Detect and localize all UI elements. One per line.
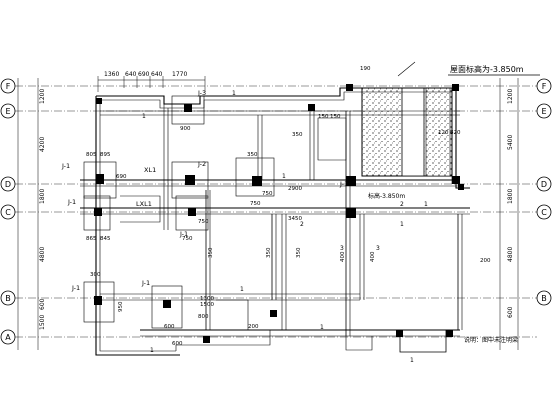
dim-1500: 1500	[200, 302, 214, 308]
top-dim-2: 640	[125, 71, 137, 78]
dim-3450: 3450	[288, 216, 302, 222]
footing-label-J1-a: J-1	[61, 162, 70, 170]
right-dim-4: 4800	[507, 247, 514, 262]
dim-690: 690	[116, 174, 127, 180]
top-dimension-row: 1360 640 690 640 1770	[97, 71, 206, 92]
dim-750-d: 750	[198, 219, 209, 225]
axis-label-D-right: D	[541, 180, 547, 189]
dim-750-c: 750	[182, 236, 193, 242]
dim-350-c: 350	[266, 247, 272, 258]
left-dim-5: 1500	[39, 315, 46, 330]
footing-label-J1-b: J-1	[67, 198, 76, 206]
left-dim-1: 1200	[39, 89, 46, 104]
right-axis-column: F E D C B 1200 5400 1800 4800 600	[499, 78, 552, 350]
dim-200-b: 200	[248, 324, 259, 330]
right-dim-3: 1800	[507, 189, 514, 204]
footing-outlines	[83, 95, 275, 329]
dim-600-b: 600	[172, 341, 183, 347]
axis-label-B-left: B	[5, 294, 11, 303]
lintel-label-XL1: XL1	[144, 166, 156, 174]
lintel-label-LXL1: LXL1	[136, 200, 152, 208]
dim-865: 865	[86, 236, 97, 242]
axis-label-F-right: F	[542, 82, 547, 91]
small-dimensions: 350 350 350 350 350 400 400 750 750 750 …	[86, 66, 491, 347]
beam-label-6: 1	[424, 201, 428, 208]
dim-150-a: 150	[318, 114, 329, 120]
dim-820: 820	[450, 130, 461, 136]
axis-label-D-left: D	[5, 180, 11, 189]
axis-label-C-right: C	[541, 208, 547, 217]
footing-label-J1-d: J-1	[141, 279, 150, 287]
dim-950: 950	[118, 301, 124, 312]
dim-900: 900	[180, 126, 191, 132]
dim-895: 895	[100, 152, 111, 158]
left-dim-4: 4800	[39, 247, 46, 262]
top-dim-1: 1360	[104, 71, 119, 78]
beam-label-1: 1	[232, 90, 236, 97]
top-dim-4: 640	[151, 71, 163, 78]
footing-label-J1-e: J-1	[179, 230, 188, 238]
dim-350-a: 350	[247, 152, 258, 158]
dim-1300: 1300	[200, 296, 214, 302]
dim-300: 300	[90, 272, 101, 278]
beam-outlines	[80, 87, 470, 356]
axis-label-A-left: A	[5, 333, 11, 342]
beam-label-7: 1	[400, 221, 404, 228]
dim-400-b: 400	[370, 251, 376, 262]
dim-350-b: 350	[292, 132, 303, 138]
beam-label-10: 3	[340, 245, 344, 252]
top-dim-5: 1770	[172, 71, 187, 78]
dim-750-b: 750	[262, 191, 273, 197]
axis-label-E-right: E	[541, 107, 546, 116]
legend-note: 说明：图中未注明梁	[464, 336, 518, 344]
left-axis-column: F E D C B A 1200 4200 1800 4800 1500 600	[0, 78, 46, 350]
beam-label-12: 1	[150, 347, 154, 354]
dim-750-a: 750	[250, 201, 261, 207]
dim-350-d: 350	[296, 247, 302, 258]
dim-2900: 2900	[288, 186, 302, 192]
right-dim-5: 600	[507, 306, 514, 318]
beam-label-4: 1	[240, 286, 244, 293]
left-dim-2: 4200	[39, 137, 46, 152]
roof-elevation-title: 屋面标高为-3.850m	[450, 64, 524, 74]
beam-label-13: 1	[410, 357, 414, 364]
beam-number-labels: 1 1 1 1 1 1 1 2 2 3 3 1 1	[142, 90, 428, 364]
axis-label-C-left: C	[5, 208, 11, 217]
axis-label-E-left: E	[5, 107, 10, 116]
beam-label-11: 3	[376, 245, 380, 252]
dim-400-a: 400	[340, 251, 346, 262]
left-dim-3: 1800	[39, 189, 46, 204]
footing-label-J3: J-3	[197, 89, 206, 97]
top-dim-3: 690	[138, 71, 150, 78]
beam-label-9: 2	[400, 201, 404, 208]
right-dim-1: 1200	[507, 89, 514, 104]
dim-120: 120	[438, 130, 449, 136]
dim-845: 845	[100, 236, 111, 242]
dim-800: 800	[198, 314, 209, 320]
beam-label-8: 2	[300, 221, 304, 228]
dim-200-a: 200	[480, 258, 491, 264]
columns	[94, 84, 464, 343]
dim-350-e: 350	[208, 247, 214, 258]
elevation-note: 标高-3.850m	[368, 192, 405, 200]
axis-label-F-left: F	[6, 82, 11, 91]
right-dim-2: 5400	[507, 135, 514, 150]
footing-label-J1-c: J-1	[71, 284, 80, 292]
dim-600-a: 600	[164, 324, 175, 330]
beam-label-5: 1	[320, 324, 324, 331]
left-dim-6: 600	[39, 298, 46, 310]
beam-label-3: 1	[282, 173, 286, 180]
dim-150-b: 150	[330, 114, 341, 120]
dim-805: 805	[86, 152, 97, 158]
axis-label-B-right: B	[541, 294, 547, 303]
dim-190: 190	[360, 66, 371, 72]
beam-label-2: 1	[142, 113, 146, 120]
footing-label-J2: J-2	[197, 160, 206, 168]
footing-label-J1-f: J-1	[339, 180, 348, 188]
